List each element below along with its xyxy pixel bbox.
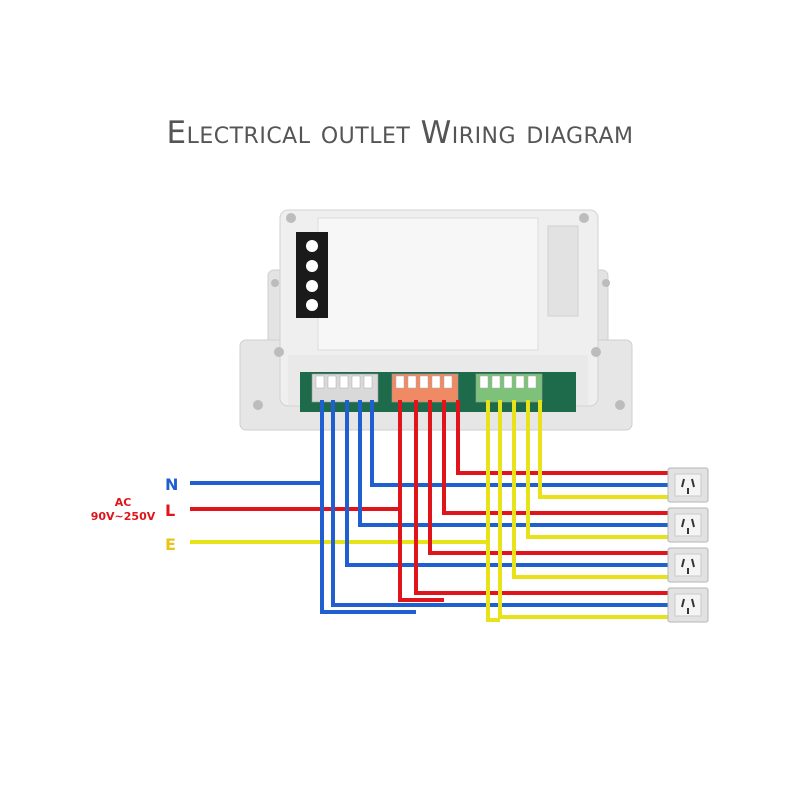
voltage-label: 90V~250V bbox=[91, 510, 156, 523]
live-bus-wire bbox=[398, 400, 444, 602]
wires bbox=[190, 400, 668, 622]
terminal-block-input bbox=[311, 373, 379, 403]
outlets bbox=[667, 467, 709, 623]
socket-icon bbox=[667, 507, 709, 543]
earth-bus-wire bbox=[486, 400, 500, 622]
earth-wire-outlet-4 bbox=[498, 400, 668, 619]
terminal-block-relay-3-4 bbox=[475, 373, 543, 403]
live-label: L bbox=[165, 501, 175, 520]
earth-wire-outlet-2 bbox=[526, 400, 668, 539]
neutral-wire-outlet-1 bbox=[370, 400, 668, 487]
neutral-wire-outlet-4 bbox=[331, 400, 668, 607]
terminal-blocks bbox=[311, 373, 543, 403]
neutral-wire-outlet-2 bbox=[358, 400, 668, 527]
earth-wire-outlet-1 bbox=[538, 400, 668, 499]
ac-label: AC bbox=[115, 496, 132, 509]
socket-icon bbox=[667, 467, 709, 503]
supply-labels: AC 90V~250V N L E bbox=[91, 475, 179, 554]
live-wire-outlet-3 bbox=[428, 400, 668, 555]
socket-icon bbox=[667, 547, 709, 583]
neutral-wire-outlet-3 bbox=[345, 400, 668, 567]
control-buttons-panel bbox=[296, 232, 328, 318]
relay-enclosure bbox=[239, 209, 633, 431]
earth-wire-outlet-3 bbox=[512, 400, 668, 579]
neutral-bus-wire bbox=[320, 400, 416, 614]
live-wire-outlet-1 bbox=[456, 400, 668, 475]
earth-label: E bbox=[165, 535, 176, 554]
live-wire-outlet-4 bbox=[414, 400, 668, 595]
neutral-label: N bbox=[165, 475, 178, 494]
diagram-title: Electrical outlet Wiring diagram bbox=[166, 115, 634, 151]
socket-icon bbox=[667, 587, 709, 623]
terminal-block-relay-1-2 bbox=[391, 373, 459, 403]
live-wire-outlet-2 bbox=[442, 400, 668, 515]
